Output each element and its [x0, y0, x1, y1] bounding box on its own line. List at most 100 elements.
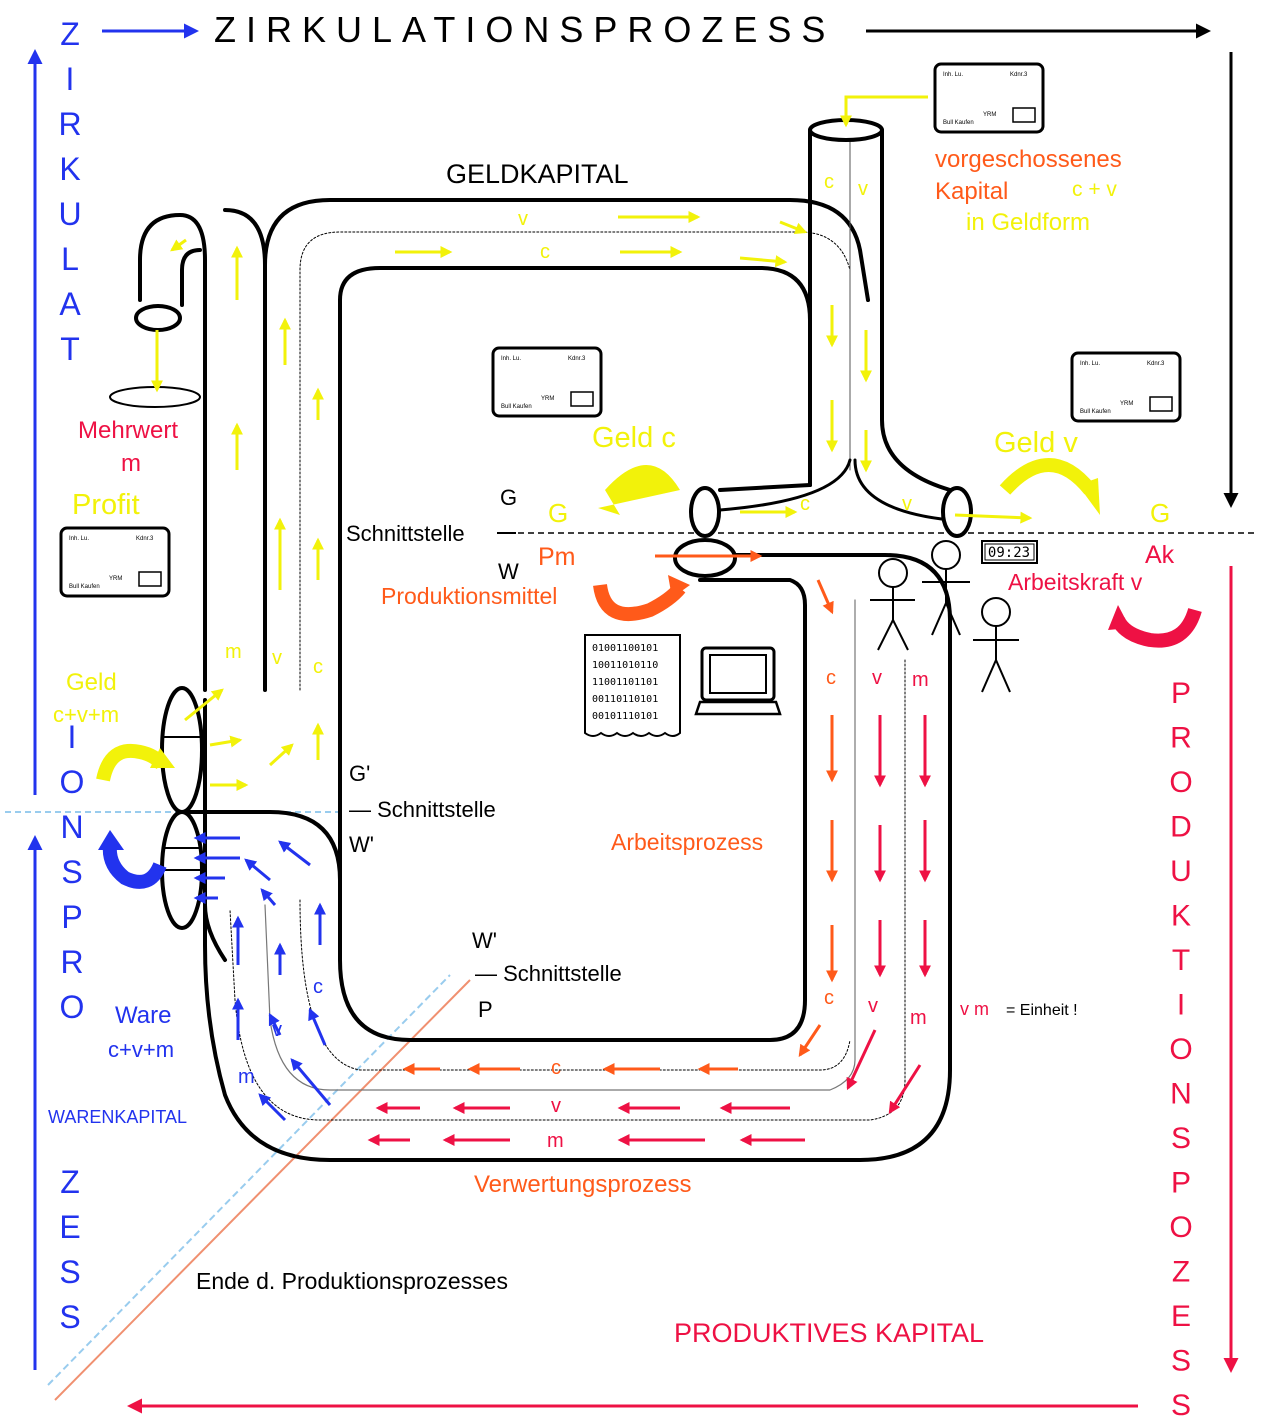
- vertical-letter: S: [59, 1254, 80, 1290]
- vertical-letter: N: [60, 809, 83, 845]
- money-card-icon: Inh. Lu. Kdnr.3 YRM Bull Kaufen: [933, 62, 1045, 134]
- label-g-left: G: [548, 498, 568, 528]
- label-ak: Ak: [1145, 541, 1175, 569]
- card-text: Inh. Lu.: [501, 356, 521, 362]
- label-c-curl: c: [617, 586, 627, 608]
- vertical-letter: P: [1171, 677, 1191, 710]
- vertical-letter: U: [1170, 855, 1192, 888]
- label-produktives-kapital: PRODUKTIVES KAPITAL: [674, 1318, 984, 1348]
- binary-line: 11001101101: [592, 677, 658, 688]
- vertical-letter: O: [60, 764, 85, 800]
- label-arbeitskraft: Arbeitskraft v: [1008, 569, 1143, 595]
- card-text: Kdnr.3: [136, 536, 154, 542]
- pipe-letters: v c c v c v m v c c v m c v m c v m c v …: [225, 171, 929, 1152]
- label-pm: Pm: [538, 543, 576, 571]
- ware-left-curl-arrow: [102, 844, 167, 889]
- label-arbeitsprozess: Arbeitsprozess: [611, 829, 763, 855]
- card-text: Bull Kaufen: [943, 120, 974, 126]
- vertical-letter: R: [60, 944, 83, 980]
- pipe-letter: v: [868, 995, 878, 1017]
- left-vertical-bottom: ZESS: [59, 1164, 80, 1335]
- label-in-geldform: in Geldform: [966, 209, 1090, 236]
- red-flow-arrows: [367, 715, 931, 1146]
- label-geldkapital: GELDKAPITAL: [446, 159, 629, 189]
- pipe-mehrwert-opening: [134, 304, 182, 332]
- pipe-letter: v: [272, 1019, 282, 1041]
- pipe-pm-opening: [673, 538, 737, 578]
- mehrwert-pool: [109, 386, 201, 408]
- clock-time: 09:23: [988, 545, 1030, 561]
- clock-icon: 09:23: [981, 540, 1038, 564]
- label-ware-cvm: c+v+m: [108, 1037, 174, 1062]
- vertical-letter: S: [1171, 1389, 1191, 1419]
- card-text: Bull Kaufen: [501, 404, 532, 410]
- label-p: P: [478, 997, 493, 1022]
- vertical-letter: S: [1171, 1345, 1191, 1378]
- pipe-g-left-opening: [689, 486, 721, 538]
- label-ware: Ware: [115, 1002, 171, 1029]
- label-schnittstelle-3: — Schnittstelle: [475, 961, 622, 986]
- binary-line: 00101110101: [592, 711, 658, 722]
- pipe-letter: v: [551, 1095, 561, 1117]
- pipe-openings: [134, 118, 973, 930]
- card-text: YRM: [1120, 401, 1133, 407]
- worker-figure-icon: [922, 540, 970, 636]
- blue-flow-arrows: [193, 832, 332, 1122]
- left-vertical-top: ZIRKULAT: [58, 16, 81, 367]
- label-profit: Profit: [72, 489, 140, 521]
- vertical-letter: T: [1172, 944, 1190, 977]
- pipe-letter: m: [912, 669, 929, 691]
- card-text: YRM: [541, 396, 554, 402]
- geld-v-curl-arrow: [999, 458, 1096, 495]
- card-text: YRM: [983, 112, 996, 118]
- vertical-letter: A: [59, 286, 81, 322]
- card-text: Bull Kaufen: [1080, 409, 1111, 415]
- label-cvm-left: c+v+m: [53, 702, 119, 727]
- label-mehrwert: Mehrwert: [78, 417, 178, 444]
- vertical-letter: O: [1169, 766, 1192, 799]
- vertical-letter: P: [61, 899, 82, 935]
- label-g-right: G: [1150, 498, 1170, 528]
- label-mehrwert-m: m: [121, 450, 141, 477]
- vertical-letter: N: [1170, 1078, 1192, 1111]
- vertical-letter: R: [1170, 722, 1192, 755]
- pipe-letter: c: [551, 1057, 561, 1079]
- pipe-letter: c: [540, 241, 550, 263]
- label-geld-v: Geld v: [994, 427, 1078, 459]
- outer-cycle-arrows: [27, 23, 1239, 1414]
- title-zirkulationsprozess: ZIRKULATIONSPROZESS: [214, 9, 835, 50]
- vertical-letter: S: [59, 1299, 80, 1335]
- label-schnittstelle-1: Schnittstelle: [346, 521, 465, 546]
- left-vertical-middle: IONSPRO: [60, 719, 85, 1025]
- pipe-letter: v: [518, 208, 528, 230]
- orange-flow-arrows: [402, 550, 838, 1075]
- label-cv: c + v: [1072, 178, 1117, 201]
- vertical-letter: S: [1171, 1122, 1191, 1155]
- pipe-letter: c: [826, 667, 836, 689]
- produktionsmittel-curl-arrow: [593, 583, 686, 621]
- pipe-letter: c: [313, 656, 323, 678]
- label-vorgeschossenes: vorgeschossenes: [935, 146, 1122, 173]
- money-card-icon: Inh. Lu. Kdnr.3 YRM Bull Kaufen: [1070, 351, 1182, 423]
- vertical-letter: Z: [60, 16, 80, 52]
- binary-receipt-icon: 01001100101 10011010110 11001101101 0011…: [584, 634, 681, 737]
- binary-line: 01001100101: [592, 643, 658, 654]
- card-text: Bull Kaufen: [69, 584, 100, 590]
- vertical-letter: O: [60, 989, 85, 1025]
- card-text: Kdnr.3: [1010, 72, 1028, 78]
- pipe-g-right-opening: [941, 486, 973, 538]
- pipe-letter: m: [547, 1130, 564, 1152]
- money-card-icon: Inh. Lu. Kdnr.3 YRM Bull Kaufen: [491, 346, 603, 418]
- vertical-letter: E: [59, 1209, 80, 1245]
- label-w-prime-2: W': [472, 928, 497, 953]
- vertical-letter: D: [1170, 811, 1192, 844]
- label-w-prime-1: W': [349, 832, 374, 857]
- worker-figure-icon: [870, 558, 915, 651]
- label-schnittstelle-2: — Schnittstelle: [349, 797, 496, 822]
- label-verwertungsprozess: Verwertungsprozess: [474, 1171, 691, 1198]
- arbeitskraft-curl-arrow: [1111, 607, 1202, 648]
- vertical-letter: R: [58, 106, 81, 142]
- pipe-letter: v: [872, 667, 882, 689]
